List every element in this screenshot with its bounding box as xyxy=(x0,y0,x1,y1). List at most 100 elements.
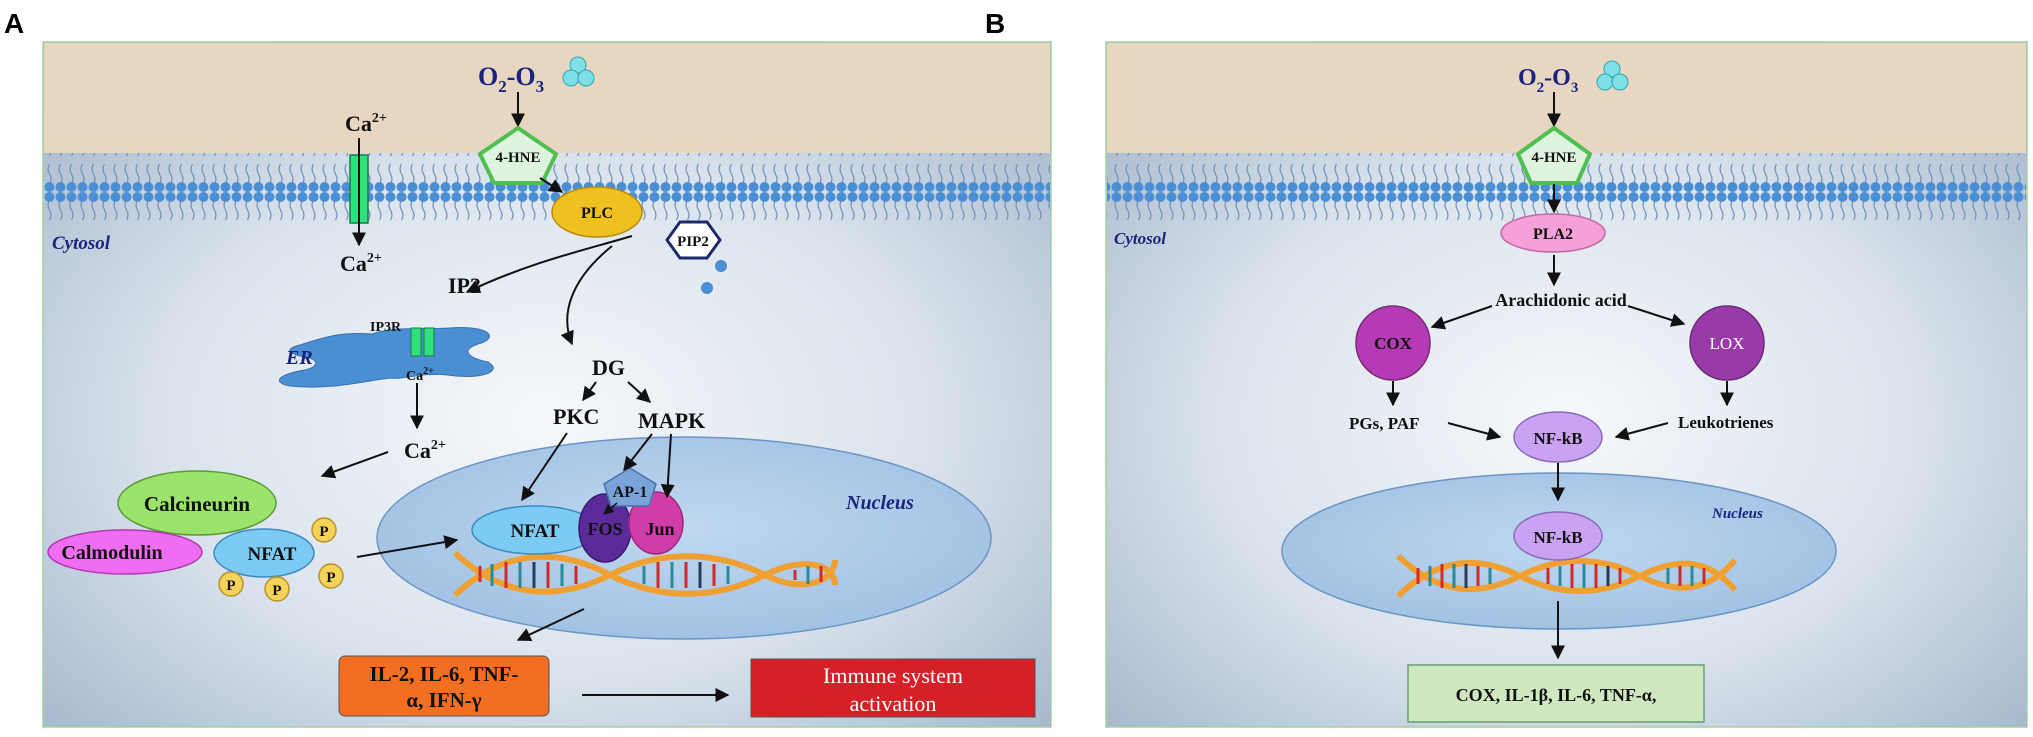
pgs-label: PGs, PAF xyxy=(1349,414,1420,433)
leukotrienes-label: Leukotrienes xyxy=(1678,413,1774,432)
ca-extracellular-label: Ca xyxy=(345,111,372,136)
panel-a: A Cytosol O2-O3 4-HNE PLC PIP2 xyxy=(4,8,1052,728)
hne-pentagon xyxy=(477,125,559,185)
panel-a-extracellular xyxy=(44,43,1050,153)
ap1-pentagon xyxy=(603,467,657,507)
svg-text:O2-O3: O2-O3 xyxy=(478,62,544,96)
er-ca-label: Ca xyxy=(406,369,423,384)
pip2-hexagon xyxy=(665,220,722,260)
o3-letter: -O xyxy=(1544,65,1571,91)
arrow-arachidonic-to-lox xyxy=(1627,305,1686,327)
ca-intracellular-label: Ca xyxy=(340,251,367,276)
pla2-label: PLA2 xyxy=(1533,226,1573,243)
arrow-dg-to-pkc xyxy=(582,381,597,402)
arrow-mapk-to-ap1 xyxy=(623,433,653,472)
ca-cytosolic-charge: 2+ xyxy=(431,438,446,453)
o2-letter: O xyxy=(1518,65,1537,91)
nfkb-cyto-ellipse xyxy=(1513,411,1603,463)
arrow-mapk-to-jun xyxy=(660,433,675,499)
o2-subscript: 2 xyxy=(1537,80,1545,96)
hne-pentagon-b xyxy=(1515,125,1593,185)
er-ca-charge: 2+ xyxy=(423,366,434,377)
immune-activation-box xyxy=(750,658,1036,718)
arrow-leukotrienes-to-nfkb xyxy=(1614,422,1669,441)
o3-subscript: 3 xyxy=(536,77,545,96)
phosphate-icon xyxy=(311,517,337,543)
dg-label: DG xyxy=(592,355,625,380)
pkc-label: PKC xyxy=(553,404,599,429)
pip2-label: PIP2 xyxy=(677,234,709,250)
lox-circle xyxy=(1689,305,1765,381)
phosphate-icon xyxy=(264,576,290,602)
jun-ellipse xyxy=(628,491,684,555)
pla2-ellipse xyxy=(1500,213,1606,253)
svg-text:O2-O3: O2-O3 xyxy=(1518,65,1578,96)
phosphate-icon xyxy=(318,563,344,589)
arrow-ca-to-calcineurin xyxy=(320,451,389,479)
panel-a-cytosol-label: Cytosol xyxy=(52,233,111,254)
svg-text:Ca2+: Ca2+ xyxy=(406,366,434,384)
ca-extracellular-charge: 2+ xyxy=(372,111,387,126)
phosphate-label: P xyxy=(272,583,281,599)
ozone-molecule-icon xyxy=(562,56,595,87)
o3-subscript: 3 xyxy=(1571,80,1579,96)
phosphate-icon xyxy=(218,571,244,597)
hne-label: 4-HNE xyxy=(496,150,541,166)
nfat-cyto-label: NFAT xyxy=(248,544,297,565)
svg-text:Ca2+: Ca2+ xyxy=(404,438,446,463)
panel-b: B Cytosol O2-O3 4-HNE PLA2 Arachidonic a… xyxy=(985,8,2028,728)
panel-b-label: B xyxy=(985,8,1005,39)
lox-label: LOX xyxy=(1710,334,1745,353)
svg-text:Ca2+: Ca2+ xyxy=(345,111,387,136)
cytokines-line1: IL-2, IL-6, TNF- xyxy=(370,662,519,686)
arrow-pgs-to-nfkb xyxy=(1447,422,1502,441)
arrow-nfat-to-nucleus xyxy=(356,535,459,558)
o3-letter: -O xyxy=(507,62,536,91)
nfkb-nuclear-label: NF-kB xyxy=(1533,528,1582,547)
nfat-nuclear-label: NFAT xyxy=(511,521,560,542)
panel-a-label: A xyxy=(4,8,24,39)
arrow-arachidonic-to-cox xyxy=(1430,305,1493,330)
arrow-hne-to-plc xyxy=(539,177,564,193)
cytokines-line2: α, IFN-γ xyxy=(406,688,481,712)
dna-helix-b xyxy=(1395,553,1738,599)
nucleus-b-label: Nucleus xyxy=(1711,506,1763,522)
ip3r-channel xyxy=(410,327,435,357)
cytokines-box xyxy=(338,655,550,717)
phosphate-label: P xyxy=(226,578,235,594)
nfkb-cyto-label: NF-kB xyxy=(1533,429,1582,448)
dna-helix-a xyxy=(452,550,838,598)
panel-b-cytosol-label: Cytosol xyxy=(1114,229,1166,248)
ozone-molecule-icon xyxy=(1596,60,1629,91)
plc-label: PLC xyxy=(581,205,613,222)
arrow-plc-to-ip3 xyxy=(465,235,633,293)
phosphate-label: P xyxy=(319,524,328,540)
calmodulin-label: Calmodulin xyxy=(61,542,162,564)
arrow-pkc-to-nfat xyxy=(521,432,568,502)
calmodulin-ellipse xyxy=(47,529,203,575)
cox-circle xyxy=(1355,305,1431,381)
panel-a-ozone-stimulus: O2-O3 xyxy=(478,56,595,96)
output-box xyxy=(1407,664,1705,723)
phospho-group: P P P P xyxy=(218,517,344,602)
arrow-dg-to-mapk xyxy=(627,381,652,403)
ca-cytosolic-label: Ca xyxy=(404,438,431,463)
output-label: COX, IL-1β, IL-6, TNF-α, xyxy=(1456,685,1657,705)
o2-letter: O xyxy=(478,62,498,91)
calcineurin-ellipse xyxy=(117,470,277,536)
o2-subscript: 2 xyxy=(498,77,507,96)
ip3r-label: IP3R xyxy=(370,320,402,335)
mapk-label: MAPK xyxy=(638,408,705,433)
nfat-cyto-ellipse xyxy=(213,528,315,578)
phosphate-label: P xyxy=(326,570,335,586)
panel-b-ozone-stimulus: O2-O3 xyxy=(1518,60,1629,96)
fos-label: FOS xyxy=(587,519,622,539)
cox-label: COX xyxy=(1374,334,1413,353)
calcineurin-label: Calcineurin xyxy=(144,492,250,516)
jun-label: Jun xyxy=(645,519,674,539)
ip3-label: IP3 xyxy=(448,273,481,298)
arrow-nucleus-to-cytokines xyxy=(516,608,585,641)
pip2-phosphate-dot xyxy=(701,282,713,294)
ap1-label: AP-1 xyxy=(613,484,648,501)
